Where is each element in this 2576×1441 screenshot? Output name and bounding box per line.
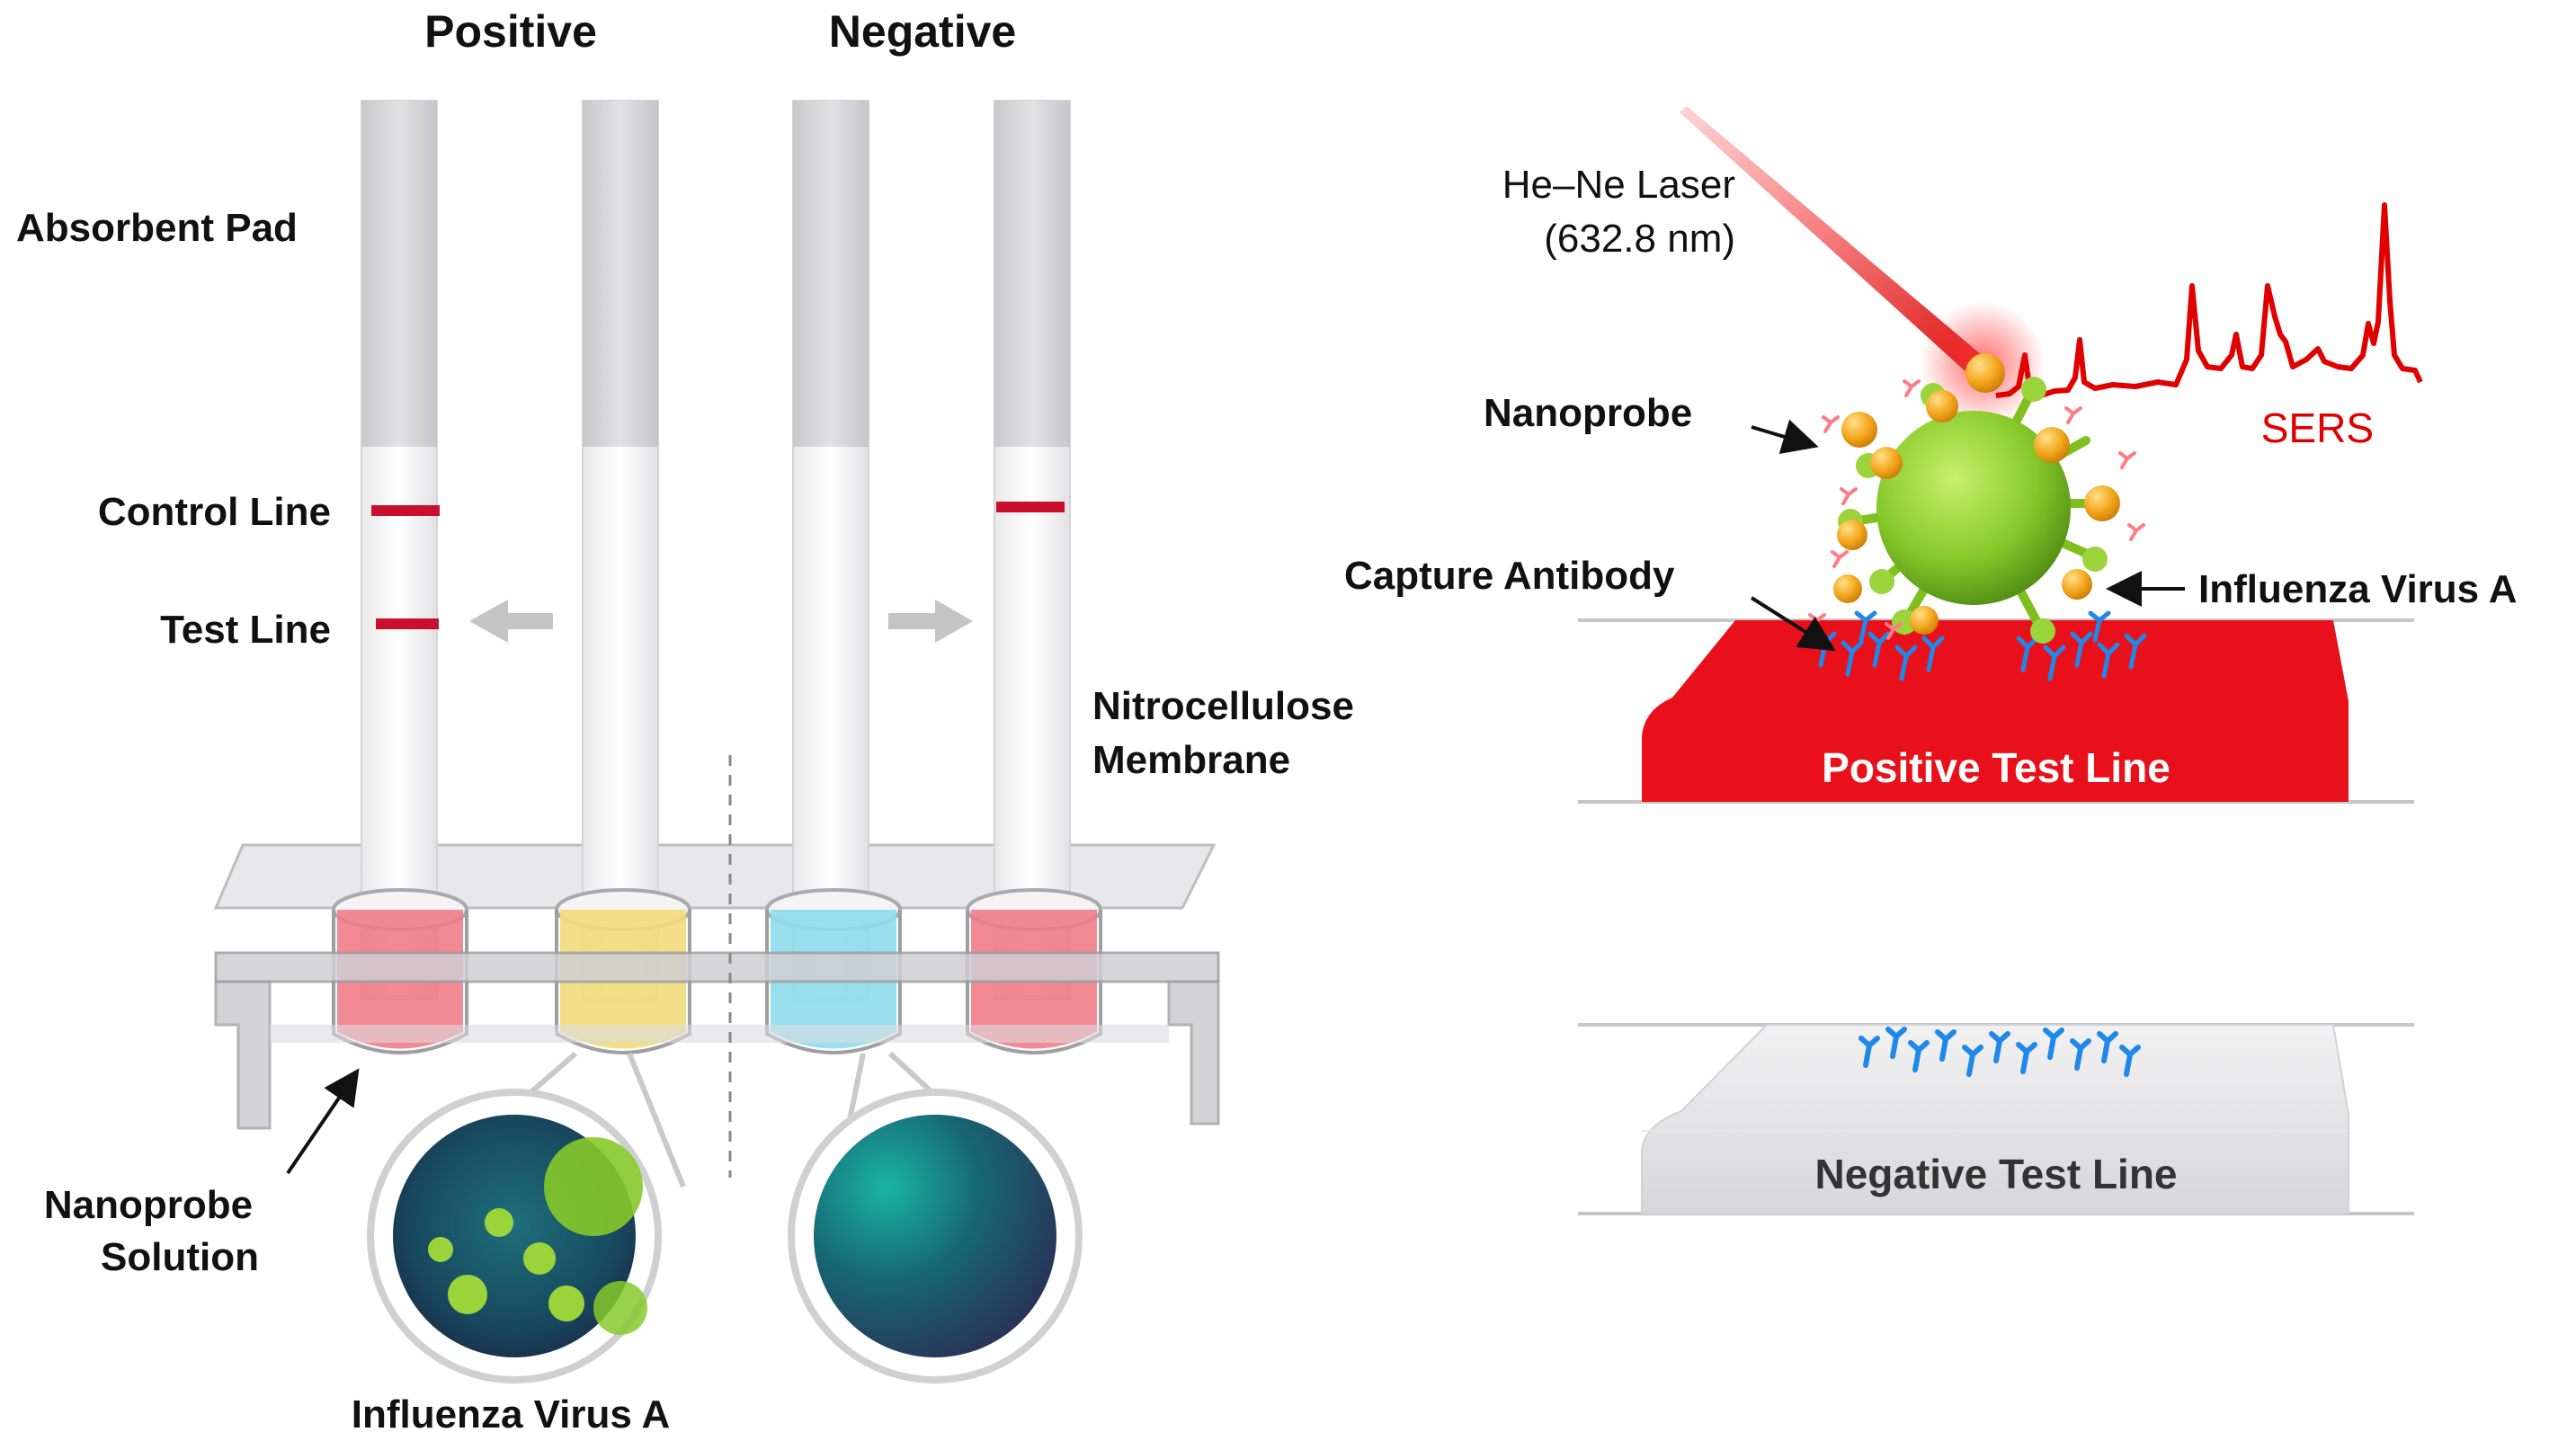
zoom-circle-negative	[788, 1051, 1083, 1383]
arrow-left-icon	[469, 600, 553, 643]
test-strip-4	[994, 100, 1071, 1001]
positive-test-pad: Positive Test Line	[1578, 618, 2414, 804]
virus-icon	[1838, 377, 2108, 644]
nanoprobe-label: Nanoprobe	[1484, 391, 1692, 435]
nanoprobe-solution-arrow	[286, 1068, 360, 1175]
label-influenza-virus: Influenza Virus A	[352, 1392, 671, 1437]
test-line-mark	[376, 618, 439, 629]
zoom-circle-virus	[367, 1051, 686, 1383]
positive-test-line-label: Positive Test Line	[1822, 744, 2170, 791]
label-absorbent-pad: Absorbent Pad	[16, 206, 298, 250]
negative-test-line-label: Negative Test Line	[1814, 1151, 2177, 1197]
label-membrane: Membrane	[1092, 738, 1290, 782]
control-line-mark	[371, 505, 440, 516]
label-control-line: Control Line	[98, 490, 331, 534]
nanoprobe-icon	[1833, 353, 2120, 635]
header-negative: Negative	[829, 6, 1016, 57]
label-test-line: Test Line	[160, 608, 331, 652]
sers-label: SERS	[2261, 405, 2374, 451]
laser-beam-icon	[1680, 106, 1987, 373]
right-panel: SERS Positive Test Line	[1344, 106, 2518, 1215]
laser-label-line2: (632.8 nm)	[1544, 217, 1735, 261]
influenza-virus-label: Influenza Virus A	[2198, 567, 2518, 611]
sers-spectrum	[1995, 202, 2423, 398]
negative-test-pad: Negative Test Line	[1578, 1023, 2414, 1215]
label-nitrocellulose: Nitrocellulose	[1092, 684, 1354, 728]
sample-rack	[214, 951, 1220, 1130]
header-positive: Positive	[424, 6, 597, 57]
capture-antibody-arrow	[1750, 596, 1836, 652]
nanoprobe-arrow	[1751, 419, 1819, 455]
test-strip-1	[361, 100, 440, 1001]
negative-antibody-cluster	[1858, 1027, 2141, 1077]
label-nanoprobe: Nanoprobe	[44, 1183, 253, 1227]
capture-antibody-label: Capture Antibody	[1344, 554, 1675, 598]
test-strip-3	[792, 100, 869, 1001]
rack-back	[213, 843, 1217, 910]
label-solution: Solution	[101, 1235, 259, 1279]
arrow-right-icon	[888, 600, 973, 643]
test-strip-2	[582, 100, 659, 1001]
left-panel: Positive Negative Absorbent Pad Control …	[16, 6, 1354, 1437]
laser-label-line1: He–Ne Laser	[1502, 163, 1735, 207]
control-line-mark	[996, 502, 1065, 512]
